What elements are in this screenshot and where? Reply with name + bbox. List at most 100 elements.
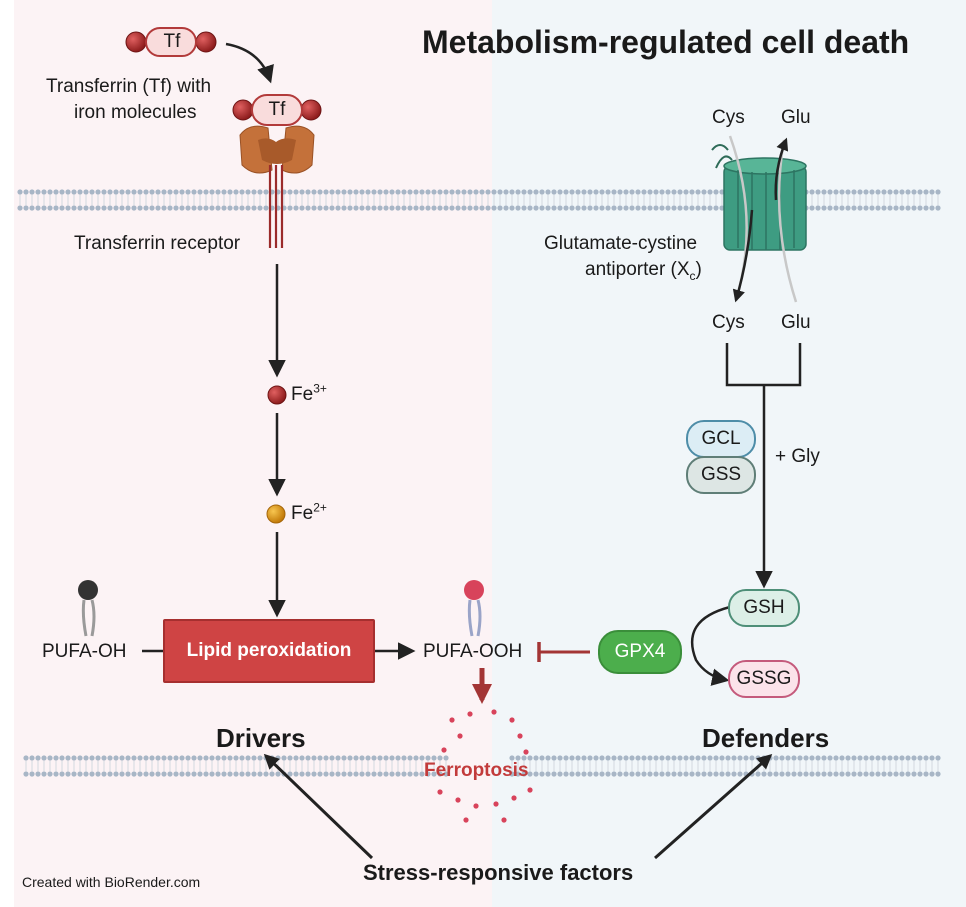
ferroptosis-droplet [455,797,461,803]
lipid-head [635,771,641,777]
lipid-head [149,189,155,195]
fe3-base: Fe [291,384,314,405]
lipid-head [77,205,83,211]
defenders-heading: Defenders [702,723,830,753]
lipid-head [185,205,191,211]
lipid-head [665,755,671,761]
lipid-head [929,755,935,761]
arrow-gsh-to-gssg [690,605,731,686]
lipid-head [911,189,917,195]
lipid-head [839,755,845,761]
drivers-heading: Drivers [216,723,306,753]
lipid-head [443,755,449,761]
lipid-head [635,205,641,211]
lipid-head [935,771,941,777]
lipid-head [437,771,443,777]
lipid-head [35,755,41,761]
lipid-head [131,771,137,777]
lipid-head [341,771,347,777]
lipid-head [239,771,245,777]
lipid-head [347,755,353,761]
lipid-head [875,771,881,777]
ferroptosis-droplet [493,801,499,807]
lipid-head [65,771,71,777]
lipid-head [293,755,299,761]
lipid-head [431,205,437,211]
lipid-head [599,205,605,211]
lipid-head [95,755,101,761]
lipid-head [227,755,233,761]
lipid-head [701,189,707,195]
lipid-head [713,205,719,211]
lipid-head [329,205,335,211]
lipid-head [413,205,419,211]
gss-enzyme: GSS [686,456,756,494]
lipid-head [659,771,665,777]
gsh-node: GSH [728,589,800,627]
lipid-head [923,771,929,777]
lipid-head [203,189,209,195]
ferroptosis-droplet [437,789,443,795]
lipid-head [329,755,335,761]
lipid-head [557,205,563,211]
lipid-head [365,755,371,761]
tf-label-bound: Tf [268,99,286,120]
lipid-head [71,205,77,211]
lipid-head [419,189,425,195]
lipid-head [893,755,899,761]
lipid-head [707,189,713,195]
lipid-head [275,771,281,777]
lipid-head [353,771,359,777]
lipid-head [335,755,341,761]
lipid-head [551,771,557,777]
lipid-head [509,771,515,777]
lipid-head [167,771,173,777]
lipid-head [239,189,245,195]
lipid-head [293,189,299,195]
lipid-head [461,205,467,211]
lipid-head [485,189,491,195]
lipid-head [575,205,581,211]
lipid-head [863,205,869,211]
lipid-head [83,771,89,777]
lipid-head [647,755,653,761]
lipid-head [287,755,293,761]
lipid-head [593,771,599,777]
lipid-head [89,205,95,211]
lipid-head [569,189,575,195]
lipid-head [335,771,341,777]
lipid-head [623,771,629,777]
lipid-head [851,189,857,195]
lipid-head [341,189,347,195]
lipid-head [437,755,443,761]
lipid-head [311,771,317,777]
lipid-head [173,189,179,195]
lipid-head [167,189,173,195]
lipid-head [701,205,707,211]
lipid-head [191,189,197,195]
lipid-head [797,771,803,777]
lipid-head [353,189,359,195]
lipid-head [377,771,383,777]
cys-top-label: Cys [712,107,745,128]
lipid-head [149,755,155,761]
lipid-head [527,771,533,777]
lipid-head [245,205,251,211]
lipid-head [869,771,875,777]
lipid-head [131,755,137,761]
lipid-head [563,771,569,777]
lipid-head [293,205,299,211]
lipid-head [47,755,53,761]
lipid-head [65,205,71,211]
lipid-head [695,771,701,777]
lipid-head [227,771,233,777]
lipid-head [761,771,767,777]
lipid-head [881,189,887,195]
lipid-head [71,755,77,761]
lipid-head [125,205,131,211]
lipid-head [179,205,185,211]
lipid-head [899,189,905,195]
lipid-head [29,189,35,195]
lipid-head [911,755,917,761]
lipid-head [629,771,635,777]
